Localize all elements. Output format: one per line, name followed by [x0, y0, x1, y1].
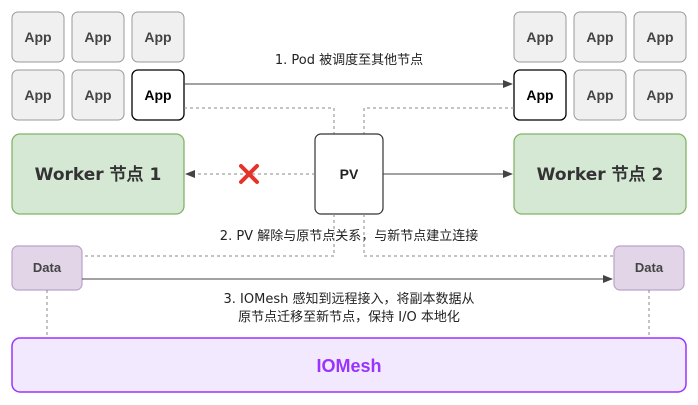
worker-node-2-label: Worker 节点 2	[537, 164, 664, 185]
pv-label: PV	[340, 166, 359, 182]
app-box	[71, 11, 125, 63]
pv-to-old-data-dashed	[82, 214, 335, 257]
app-box	[11, 11, 65, 63]
app-label: App	[646, 29, 673, 45]
data-block-left-label: Data	[33, 260, 62, 275]
step1-label: 1. Pod 被调度至其他节点	[275, 52, 423, 68]
iomesh-bar	[11, 337, 687, 393]
step3-label-line1: 3. IOMesh 感知到远程接入，将副本数据从	[224, 291, 475, 307]
app-box	[513, 11, 567, 63]
app-box	[633, 69, 687, 121]
new-app-to-pv-dashed	[363, 107, 514, 134]
right-app-grid: App App App App App App	[513, 11, 687, 121]
x-cross-icon	[239, 164, 259, 184]
worker-node-1-label: Worker 节点 1	[35, 164, 162, 185]
step3-label-line2: 原节点迁移至新节点，保持 I/O 本地化	[238, 309, 460, 325]
app-label: App	[526, 29, 553, 45]
app-box	[71, 69, 125, 121]
app-box	[131, 11, 185, 63]
app-label: App	[144, 29, 171, 45]
app-label: App	[646, 87, 673, 103]
app-box	[573, 69, 627, 121]
worker-node-2	[513, 133, 687, 215]
app-box	[573, 11, 627, 63]
app-box	[633, 11, 687, 63]
app-label: App	[586, 87, 613, 103]
app-label: App	[84, 29, 111, 45]
app-label: App	[586, 29, 613, 45]
data-block-right-label: Data	[635, 260, 664, 275]
moving-app-box-target	[513, 69, 567, 121]
moving-app-box-source	[131, 69, 185, 121]
left-app-grid: App App App App App App	[11, 11, 185, 121]
app-label: App	[84, 87, 111, 103]
app-label: App	[526, 87, 553, 103]
app-box	[11, 69, 65, 121]
old-app-to-pv-dashed	[184, 107, 335, 134]
app-label: App	[24, 29, 51, 45]
pv-to-new-data-dashed	[363, 214, 614, 257]
app-label: App	[144, 87, 171, 103]
app-label: App	[24, 87, 51, 103]
worker-node-1	[11, 133, 185, 215]
iomesh-label: IOMesh	[316, 356, 381, 376]
step2-label: 2. PV 解除与原节点关系，与新节点建立连接	[220, 228, 478, 244]
